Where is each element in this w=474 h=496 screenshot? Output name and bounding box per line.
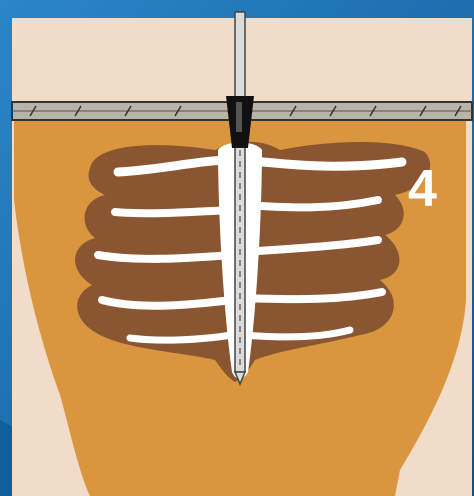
nozzle-highlight — [236, 102, 242, 132]
step-number-label: 4 — [408, 163, 437, 215]
injection-rod — [235, 12, 245, 384]
